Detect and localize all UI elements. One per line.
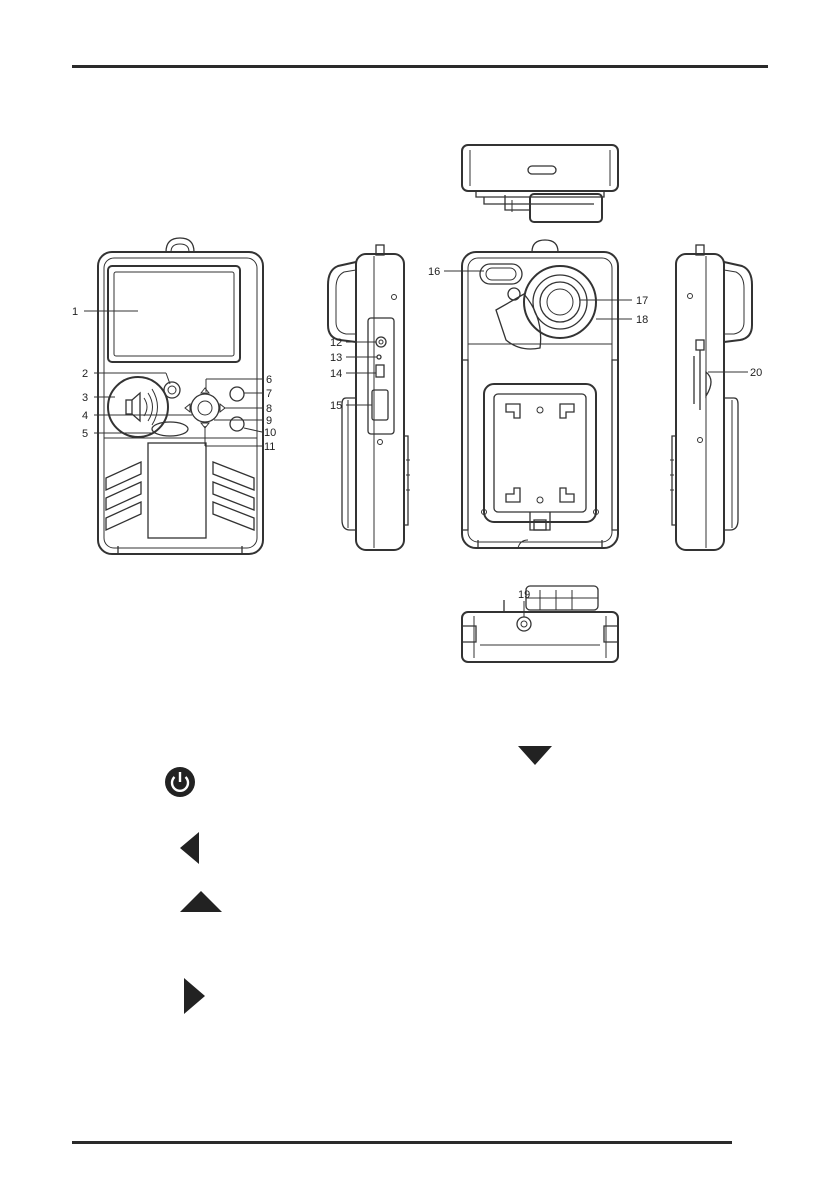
power-icon bbox=[163, 765, 197, 799]
callout-1: 1 bbox=[72, 306, 78, 318]
callout-5: 5 bbox=[82, 428, 88, 440]
triangle-down-icon bbox=[518, 746, 552, 766]
leader-lines bbox=[84, 271, 748, 617]
callout-9: 9 bbox=[266, 415, 272, 427]
callout-12: 12 bbox=[330, 337, 342, 349]
back-view bbox=[462, 240, 618, 548]
bottom-view bbox=[462, 586, 618, 662]
callout-7: 7 bbox=[266, 388, 272, 400]
triangle-right-icon bbox=[184, 978, 206, 1014]
right-side-view bbox=[670, 245, 752, 550]
callout-3: 3 bbox=[82, 392, 88, 404]
callout-18: 18 bbox=[636, 314, 648, 326]
callout-16: 16 bbox=[428, 266, 440, 278]
callout-13: 13 bbox=[330, 352, 342, 364]
callout-20: 20 bbox=[750, 367, 762, 379]
callout-14: 14 bbox=[330, 368, 342, 380]
left-side-view bbox=[328, 245, 410, 550]
callout-10: 10 bbox=[264, 427, 276, 439]
callout-17: 17 bbox=[636, 295, 648, 307]
callout-11: 11 bbox=[264, 441, 275, 453]
triangle-left-icon bbox=[180, 832, 200, 864]
triangle-up-icon bbox=[180, 891, 222, 913]
callout-19: 19 bbox=[518, 589, 530, 601]
callout-6: 6 bbox=[266, 374, 272, 386]
callout-labels: 1 2 3 4 5 6 7 8 9 10 11 12 13 14 15 16 1… bbox=[72, 266, 762, 601]
callout-15: 15 bbox=[330, 400, 342, 412]
top-view bbox=[462, 145, 618, 222]
callout-4: 4 bbox=[82, 410, 88, 422]
front-view bbox=[98, 238, 263, 554]
callout-2: 2 bbox=[82, 368, 88, 380]
callout-8: 8 bbox=[266, 403, 272, 415]
